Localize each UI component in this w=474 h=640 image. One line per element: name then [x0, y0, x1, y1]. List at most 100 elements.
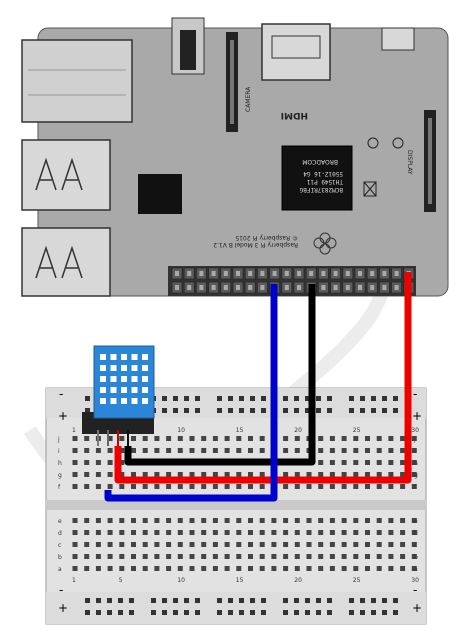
terminal-hole — [166, 472, 172, 477]
row-letter: a — [414, 566, 418, 573]
terminal-hole — [248, 530, 253, 535]
rail-hole — [173, 610, 178, 615]
terminal-hole — [177, 472, 183, 477]
terminal-hole — [306, 530, 312, 535]
terminal-hole — [294, 484, 300, 489]
row-letter: j — [57, 436, 60, 443]
row-letter: i — [58, 448, 60, 455]
terminal-hole — [154, 566, 160, 571]
certification-marks — [363, 137, 404, 197]
terminal-hole — [329, 448, 335, 453]
terminal-hole — [329, 554, 335, 559]
grille-slot — [100, 387, 106, 393]
terminal-hole — [142, 518, 148, 523]
terminal-hole — [72, 530, 78, 535]
terminal-hole — [224, 448, 230, 453]
column-number-top: 25 — [353, 427, 361, 434]
rail-hole — [349, 610, 354, 615]
wires — [104, 272, 412, 502]
terminal-hole — [224, 542, 230, 547]
terminal-hole — [72, 542, 78, 547]
terminal-hole — [353, 530, 359, 535]
terminal-hole — [329, 460, 335, 465]
terminal-hole — [189, 542, 195, 547]
terminal-hole — [212, 436, 218, 441]
terminal-hole — [411, 554, 417, 559]
rail-minus-top-right: - — [413, 387, 417, 401]
terminal-hole — [212, 554, 218, 559]
rail-hole — [360, 610, 365, 615]
terminal-hole — [353, 472, 359, 477]
terminal-hole — [400, 542, 406, 547]
row-letter: h — [414, 460, 418, 467]
terminal-hole — [189, 566, 195, 571]
terminal-hole — [388, 554, 394, 559]
terminal-hole — [236, 530, 242, 535]
terminal-hole — [166, 484, 172, 489]
terminal-hole — [189, 518, 195, 523]
terminal-hole — [236, 518, 242, 523]
terminal-hole — [189, 472, 195, 477]
terminal-hole — [318, 566, 324, 571]
terminal-hole — [72, 554, 78, 559]
terminal-hole — [294, 472, 300, 477]
terminal-hole — [84, 554, 90, 559]
rail-hole — [162, 396, 167, 401]
terminal-hole — [177, 542, 183, 547]
terminal-hole — [318, 518, 324, 523]
rail-hole — [316, 408, 321, 413]
terminal-hole — [341, 554, 347, 559]
rail-minus-bottom-left: - — [59, 583, 63, 597]
rail-hole — [305, 610, 310, 615]
terminal-hole — [119, 436, 125, 441]
terminal-hole — [294, 448, 300, 453]
terminal-hole — [353, 460, 359, 465]
rail-hole — [195, 610, 200, 615]
terminal-hole — [365, 448, 370, 453]
terminal-hole — [329, 436, 335, 441]
terminal-hole — [271, 530, 277, 535]
terminal-hole — [248, 554, 253, 559]
row-letter: a — [58, 566, 62, 573]
terminal-hole — [306, 484, 312, 489]
grille-slot — [100, 354, 106, 360]
terminal-hole — [271, 566, 277, 571]
terminal-hole — [294, 436, 300, 441]
rail-hole — [283, 396, 288, 401]
terminal-hole — [236, 542, 242, 547]
rail-hole — [96, 610, 101, 615]
row-letter: b — [414, 554, 418, 561]
rail-hole — [327, 396, 332, 401]
copyright-text: © Raspberry Pi 2015 — [235, 234, 298, 241]
rail-hole — [184, 610, 189, 615]
terminal-hole — [318, 484, 324, 489]
terminal-hole — [248, 566, 253, 571]
grille-slot — [110, 376, 117, 382]
terminal-hole — [294, 542, 300, 547]
terminal-hole — [400, 460, 406, 465]
sensor-grille — [100, 354, 148, 404]
terminal-hole — [95, 472, 101, 477]
terminal-hole — [236, 472, 242, 477]
terminal-hole — [189, 554, 195, 559]
terminal-hole — [201, 554, 207, 559]
terminal-hole — [131, 530, 136, 535]
terminal-hole — [341, 484, 347, 489]
terminal-hole — [154, 542, 160, 547]
terminal-hole — [376, 472, 382, 477]
terminal-hole — [283, 554, 289, 559]
soc-chip — [281, 145, 353, 211]
terminal-hole — [142, 530, 148, 535]
terminal-hole — [189, 530, 195, 535]
grille-slot — [121, 354, 127, 360]
terminal-hole — [224, 436, 230, 441]
raspberry-logo-icon — [313, 232, 337, 255]
rail-hole — [327, 408, 332, 413]
terminal-hole — [353, 484, 359, 489]
terminal-hole — [400, 518, 406, 523]
terminal-hole — [376, 448, 382, 453]
rail-hole — [239, 408, 244, 413]
raspberry-pi-board: CAMERA HDMI DISPLAY BCM2837RIFBG TH1549 … — [21, 17, 449, 297]
model-text: Raspberry Pi 3 Model B V1.2 — [213, 241, 298, 248]
